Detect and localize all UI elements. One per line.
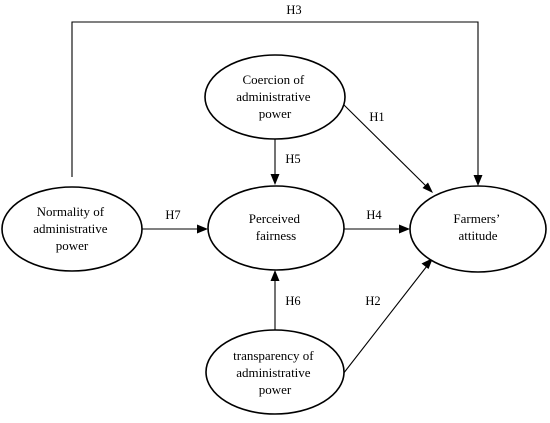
edge-h2 xyxy=(342,265,428,375)
edge-label-h5: H5 xyxy=(285,152,300,166)
arrowhead-h1 xyxy=(422,182,433,193)
arrowhead-h4 xyxy=(399,224,410,234)
node-coercion-label: Coercion of administrative power xyxy=(236,72,314,121)
node-normality-shape xyxy=(1,186,143,272)
arrowhead-h5 xyxy=(270,174,280,185)
node-normality-label: Normality of administrative power xyxy=(33,204,111,253)
edge-h1 xyxy=(342,103,428,188)
edge-label-h7: H7 xyxy=(165,208,180,222)
node-normality: Normality of administrative power xyxy=(1,186,143,272)
node-transparency: transparency of administrative power xyxy=(205,329,345,415)
node-transparency-shape xyxy=(205,329,345,415)
edge-label-h2: H2 xyxy=(365,294,380,308)
node-fairness-label: Perceived fairness xyxy=(249,211,304,243)
edge-label-h3: H3 xyxy=(286,3,301,17)
node-attitude-shape xyxy=(409,185,547,273)
edge-label-h4: H4 xyxy=(366,208,382,222)
node-coercion-shape xyxy=(204,54,346,140)
arrowhead-h7 xyxy=(197,224,208,234)
node-attitude: Farmers’ attitude xyxy=(409,185,547,273)
arrowhead-h3 xyxy=(473,175,483,186)
edge-labels: H3 H1 H5 H7 H4 H6 H2 xyxy=(165,3,384,308)
node-fairness-shape xyxy=(207,185,345,271)
node-coercion: Coercion of administrative power xyxy=(204,54,346,140)
edge-label-h1: H1 xyxy=(369,110,384,124)
node-fairness: Perceived fairness xyxy=(207,185,345,271)
arrowhead-h2 xyxy=(421,258,433,269)
edges xyxy=(71,21,483,375)
node-transparency-label: transparency of administrative power xyxy=(233,348,317,397)
edge-label-h6: H6 xyxy=(285,294,300,308)
node-attitude-label: Farmers’ attitude xyxy=(453,211,502,243)
edge-h3 xyxy=(71,21,479,177)
arrowhead-h6 xyxy=(270,270,280,281)
